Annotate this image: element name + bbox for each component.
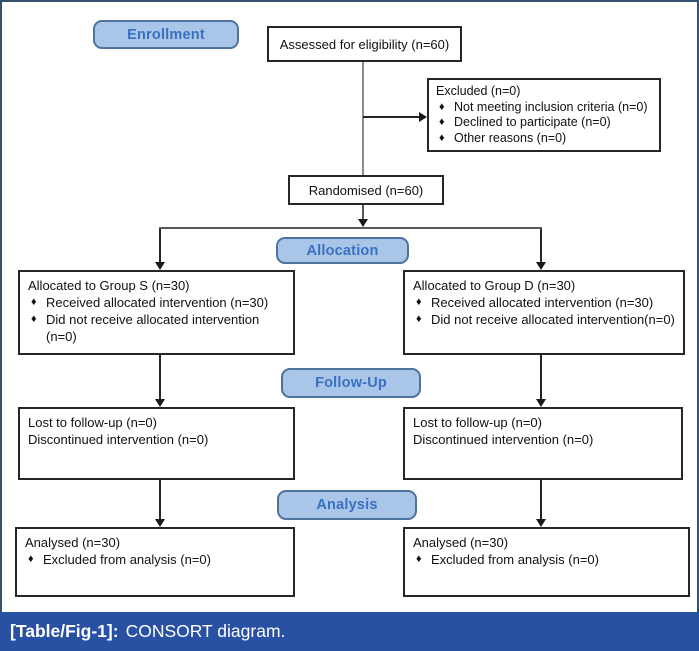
list-item: ♦ Received allocated intervention (n=30) [413,294,675,311]
group-d-item: Received allocated intervention (n=30) [431,295,654,310]
box-analysed-d-title: Analysed (n=30) [413,535,509,550]
bullet-diamond-icon: ♦ [439,131,445,144]
list-item: ♦ Not meeting inclusion criteria (n=0) [436,100,652,116]
analysed-s-item: Excluded from analysis (n=0) [43,552,211,567]
box-analysed-s: Analysed (n=30) ♦ Excluded from analysis… [15,527,295,597]
group-s-item: Received allocated intervention (n=30) [46,295,269,310]
bullet-diamond-icon: ♦ [416,313,422,325]
stage-analysis: Analysis [277,490,417,520]
list-item: ♦ Excluded from analysis (n=0) [413,551,680,568]
box-excluded-title: Excluded (n=0) [436,84,521,98]
stage-allocation: Allocation [276,237,409,264]
arrow-down-icon [536,519,546,527]
bullet-diamond-icon: ♦ [439,100,445,113]
stage-allocation-label: Allocation [306,242,379,259]
arrow-down-icon [536,399,546,407]
figure-caption-bar: [Table/Fig-1]: CONSORT diagram. [0,612,699,651]
list-item: ♦ Did not receive allocated intervention… [413,311,675,328]
stage-analysis-label: Analysis [316,497,378,513]
arrow-down-icon [536,262,546,270]
list-item: ♦ Excluded from analysis (n=0) [25,551,285,568]
bullet-diamond-icon: ♦ [28,553,34,565]
bullet-diamond-icon: ♦ [416,296,422,308]
followup-s-line: Discontinued intervention (n=0) [28,432,209,447]
list-item: ♦ Declined to participate (n=0) [436,115,652,131]
arrow-right-icon [419,112,427,122]
connector-followup-s-to-analysed [159,480,161,520]
box-assessed-title: Assessed for eligibility (n=60) [279,36,450,52]
group-s-item: Did not receive allocated intervention (… [46,312,260,344]
box-analysed-s-title: Analysed (n=30) [25,535,121,550]
connector-branch-to-group-d [540,229,542,263]
connector-randomised-to-branch [362,205,364,221]
followup-s-line: Lost to follow-up (n=0) [28,415,157,430]
excluded-item: Not meeting inclusion criteria (n=0) [454,99,648,114]
connector-followup-d-to-analysed [540,480,542,520]
stage-enrollment-label: Enrollment [127,26,205,43]
stage-followup: Follow-Up [281,368,421,398]
box-excluded: Excluded (n=0) ♦ Not meeting inclusion c… [427,78,661,152]
box-group-s-title: Allocated to Group S (n=30) [28,278,190,293]
connector-assessed-to-randomised [362,62,364,175]
analysed-d-item: Excluded from analysis (n=0) [431,552,599,567]
followup-d-line: Lost to follow-up (n=0) [413,415,542,430]
box-randomised-title: Randomised (n=60) [308,182,424,198]
branch-line [159,227,542,229]
box-group-d: Allocated to Group D (n=30) ♦ Received a… [403,270,685,355]
excluded-item: Other reasons (n=0) [454,130,567,145]
stage-followup-label: Follow-Up [315,375,387,391]
list-item: ♦ Did not receive allocated intervention… [28,311,285,345]
arrow-down-icon [358,219,368,227]
connector-to-excluded [363,116,419,118]
connector-group-s-to-followup [159,355,161,400]
box-group-s: Allocated to Group S (n=30) ♦ Received a… [18,270,295,355]
arrow-down-icon [155,262,165,270]
stage-enrollment: Enrollment [93,20,239,49]
bullet-diamond-icon: ♦ [416,553,422,565]
connector-branch-to-group-s [159,229,161,263]
caption-label: [Table/Fig-1]: [10,621,119,641]
box-group-d-title: Allocated to Group D (n=30) [413,278,576,293]
connector-group-d-to-followup [540,355,542,400]
box-followup-s: Lost to follow-up (n=0) Discontinued int… [18,407,295,480]
arrow-down-icon [155,519,165,527]
bullet-diamond-icon: ♦ [439,116,445,128]
excluded-item: Declined to participate (n=0) [454,115,611,129]
list-item: ♦ Other reasons (n=0) [436,131,652,147]
box-followup-d: Lost to follow-up (n=0) Discontinued int… [403,407,683,480]
box-randomised: Randomised (n=60) [288,175,444,205]
arrow-down-icon [155,399,165,407]
bullet-diamond-icon: ♦ [31,296,37,308]
box-analysed-d: Analysed (n=30) ♦ Excluded from analysis… [403,527,690,597]
box-assessed: Assessed for eligibility (n=60) [267,26,462,62]
caption-text: CONSORT diagram. [125,621,286,641]
group-d-item: Did not receive allocated intervention(n… [431,312,675,327]
followup-d-line: Discontinued intervention (n=0) [413,432,594,447]
list-item: ♦ Received allocated intervention (n=30) [28,294,285,311]
bullet-diamond-icon: ♦ [31,313,37,325]
